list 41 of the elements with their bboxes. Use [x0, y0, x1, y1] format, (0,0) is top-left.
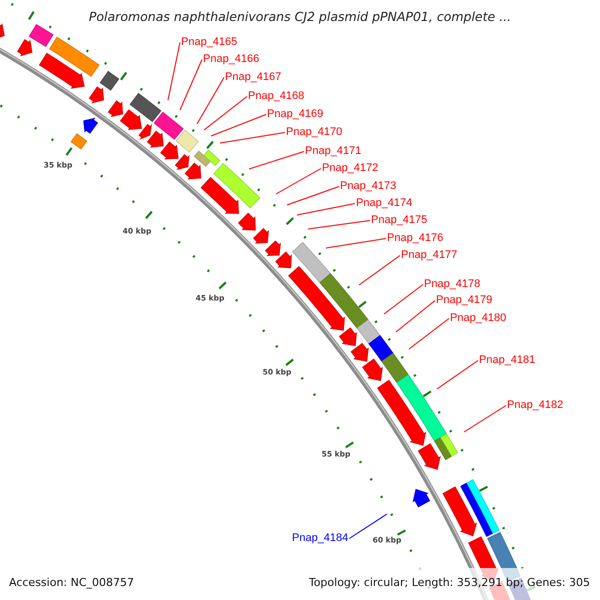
- leader-line: [384, 284, 424, 314]
- gene-label: Pnap_4166: [203, 53, 260, 66]
- leader-line: [358, 255, 400, 286]
- gene-label: Pnap_4182: [507, 399, 564, 412]
- gene-label: Pnap_4173: [340, 180, 396, 193]
- gene-label: Pnap_4171: [305, 145, 362, 158]
- leader-line: [308, 220, 370, 230]
- leader-line: [326, 238, 386, 248]
- leader-line: [204, 96, 248, 130]
- accession-text: Accession: NC_008757: [9, 576, 134, 589]
- gene-label: Pnap_4167: [225, 71, 282, 84]
- leader-line: [464, 405, 506, 432]
- leader-line: [348, 514, 388, 539]
- leader-line: [196, 77, 224, 124]
- genome-info-text: Topology: circular; Length: 353,291 bp; Genes: 305: [308, 576, 590, 589]
- leader-line: [248, 151, 304, 170]
- gene-label: Pnap_4170: [286, 126, 342, 139]
- leader-line: [436, 360, 478, 390]
- gene-label: Pnap_4168: [248, 90, 304, 103]
- gene-label: Pnap_4172: [322, 162, 378, 175]
- gene-label: Pnap_4181: [479, 354, 536, 367]
- gene-label: Pnap_4184: [292, 532, 348, 545]
- leader-line: [396, 300, 436, 332]
- leader-line: [408, 318, 450, 350]
- gene-label: Pnap_4175: [371, 214, 428, 227]
- leader-line: [220, 132, 286, 144]
- gene-label: Pnap_4165: [181, 36, 238, 49]
- gene-label: Pnap_4176: [387, 232, 444, 245]
- gene-label: Pnap_4174: [356, 197, 412, 210]
- gene-label: Pnap_4179: [436, 294, 492, 307]
- gene-label: Pnap_4169: [267, 108, 324, 121]
- leader-line: [210, 114, 266, 136]
- leader-line: [296, 203, 356, 216]
- gene-label: Pnap_4177: [401, 249, 458, 262]
- gene-label: Pnap_4180: [450, 312, 506, 325]
- map-title: Polaromonas naphthalenivorans CJ2 plasmid pPNAP01, complete ...: [88, 9, 512, 24]
- leader-line: [286, 186, 340, 206]
- leader-line: [180, 59, 202, 110]
- gene-label: Pnap_4178: [424, 278, 480, 291]
- leader-line: [168, 42, 180, 100]
- leader-line: [276, 168, 322, 194]
